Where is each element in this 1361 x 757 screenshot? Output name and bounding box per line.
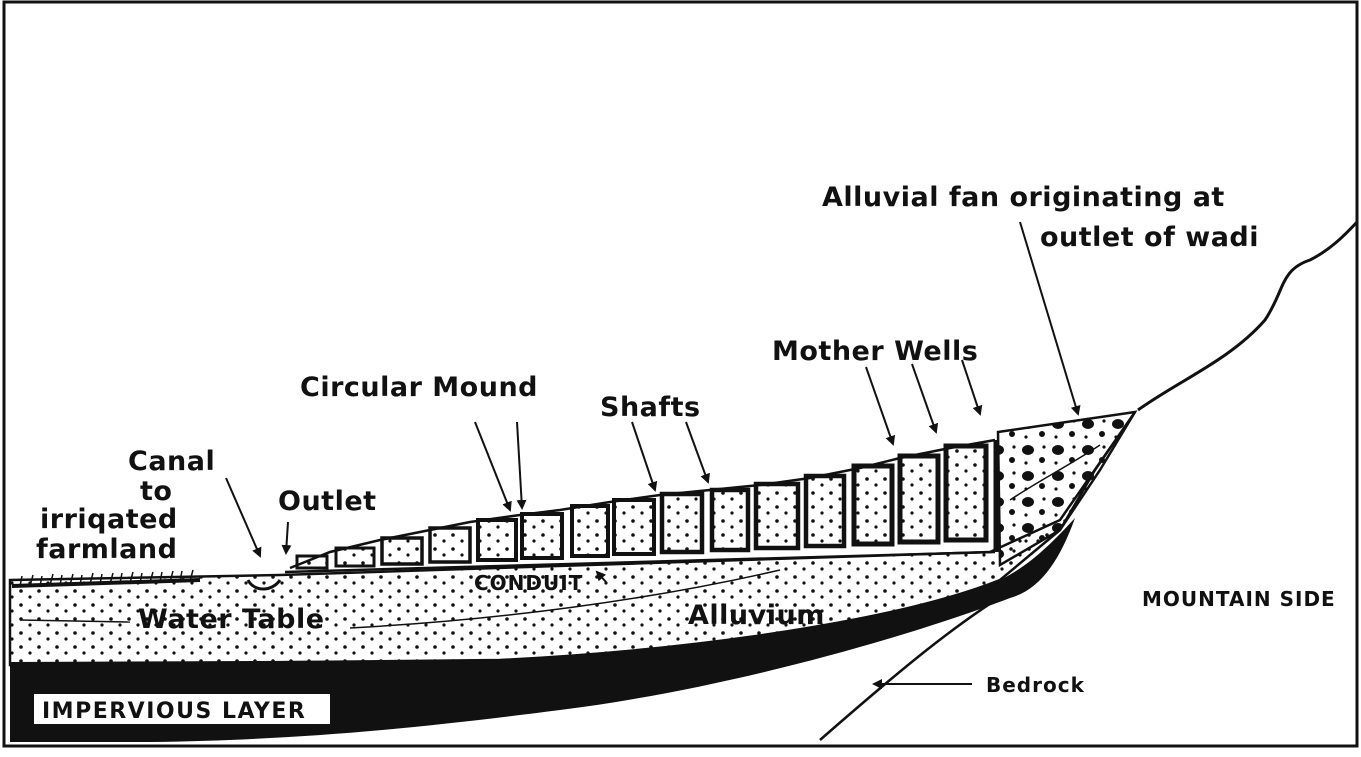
impervious-highlight xyxy=(249,679,821,743)
conduit-line xyxy=(284,550,996,574)
shaft xyxy=(659,491,705,555)
water-table-line xyxy=(349,569,781,629)
shafts-arrow-1 xyxy=(631,421,658,492)
canal-outlet-dip xyxy=(246,579,282,591)
fan-inner-line xyxy=(1009,444,1101,501)
circular-mound-arrow-2 xyxy=(516,421,527,510)
mother-well xyxy=(943,443,989,543)
alluvial-fan xyxy=(996,410,1138,568)
mother-wells-arrow-2 xyxy=(911,363,939,434)
shaft xyxy=(803,473,847,549)
alluvial-fan-arrow xyxy=(1019,221,1081,416)
shaft xyxy=(520,512,564,560)
shaft xyxy=(612,498,656,556)
canal-label-line4: farmland xyxy=(36,534,177,565)
outlet-arrow xyxy=(281,521,292,555)
shaft xyxy=(709,487,751,553)
bedrock-label: Bedrock xyxy=(986,673,1085,697)
shafts-arrow-2 xyxy=(685,421,710,484)
alluvial-fan-label-line1: Alluvial fan originating at xyxy=(822,182,1225,213)
alluvium-label: Alluvium xyxy=(688,600,825,631)
shaft xyxy=(295,554,329,570)
farmland-grass xyxy=(11,569,201,588)
shaft xyxy=(753,481,801,551)
conduit-arrow xyxy=(595,570,607,583)
canal-arrow xyxy=(225,477,262,558)
mother-wells-arrow-3 xyxy=(961,359,983,416)
shafts-label: Shafts xyxy=(600,392,701,423)
canal-label-line2: to xyxy=(140,476,172,507)
impervious-label-box xyxy=(34,694,330,724)
mother-wells-label: Mother Wells xyxy=(772,336,978,367)
alluvial-fan-label-line2: outlet of wadi xyxy=(1040,222,1259,253)
canal-label-line3: irriqated xyxy=(40,504,178,535)
shaft xyxy=(476,518,518,562)
mountain-side-outline xyxy=(1137,220,1359,412)
shafts-group xyxy=(295,440,999,570)
water-table-label: Water Table xyxy=(138,604,325,635)
shaft xyxy=(428,526,472,564)
impervious-layer xyxy=(10,518,1075,742)
water-table-line-left xyxy=(19,619,131,623)
canal-label-line1: Canal xyxy=(128,446,215,477)
pointer-arrows xyxy=(225,221,1081,689)
labels: Canal to irriqated farmland Outlet Circu… xyxy=(36,182,1336,697)
mother-wells-arrow-1 xyxy=(865,366,896,446)
shaft xyxy=(570,504,610,558)
impervious-layer-label: IMPERVIOUS LAYER xyxy=(42,699,306,724)
mountain-side-label: MOUNTAIN SIDE xyxy=(1142,587,1336,611)
circular-mound-label: Circular Mound xyxy=(300,372,538,403)
mother-well xyxy=(851,463,895,547)
conduit-label: CONDUIT xyxy=(474,571,583,595)
shaft xyxy=(380,536,424,566)
mother-well xyxy=(897,453,941,545)
shaft xyxy=(334,546,376,568)
outlet-label: Outlet xyxy=(278,486,377,517)
circular-mound-arrow-1 xyxy=(474,421,512,512)
